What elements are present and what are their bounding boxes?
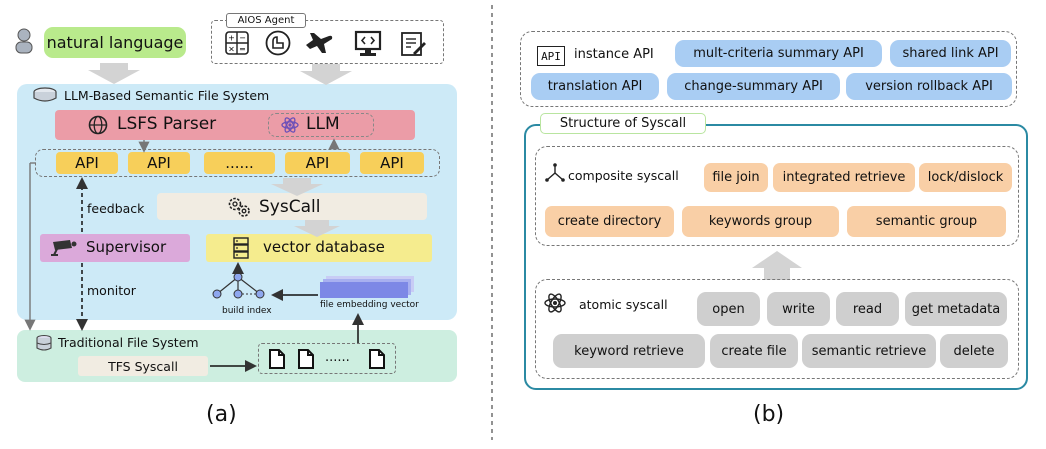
instance-api-label: instance API — [574, 47, 654, 62]
file-icon — [269, 349, 285, 369]
composite-semantic-group: semantic group — [847, 206, 1006, 237]
atomic-syscall-label: atomic syscall — [579, 297, 668, 312]
api-box-1: API — [56, 152, 118, 174]
camera-icon — [51, 240, 77, 256]
structure-title: Structure of Syscall — [540, 113, 706, 134]
files-ellipsis: ...... — [325, 350, 350, 365]
embedding-vector-icon — [320, 276, 414, 298]
feedback-label: feedback — [87, 201, 145, 216]
api-pill-shared-link: shared link API — [890, 40, 1011, 67]
calculator-icon: + − × = — [225, 31, 249, 55]
caption-a: (a) — [206, 402, 237, 427]
api-box-4: API — [360, 152, 424, 174]
database-icon — [36, 334, 52, 351]
atomic-get-metadata: get metadata — [905, 292, 1007, 326]
llm-label: LLM — [306, 114, 340, 134]
user-icon — [15, 28, 33, 54]
globe-icon — [88, 115, 108, 135]
composite-lock-dislock: lock/dislock — [919, 163, 1012, 192]
vector-database-label: vector database — [263, 238, 385, 256]
atomic-create-file: create file — [710, 334, 798, 368]
syscall-bar — [157, 193, 427, 220]
files-group — [258, 343, 396, 374]
instance-api-group — [520, 31, 1017, 107]
svg-text:×: × — [228, 45, 235, 54]
api-box-3: API — [285, 152, 350, 174]
disk-icon — [33, 87, 57, 102]
composite-keywords-group: keywords group — [682, 206, 839, 237]
caption-b: (b) — [753, 402, 785, 427]
lsfs-parser-bar — [55, 110, 415, 140]
api-pill-change-summary: change-summary API — [667, 73, 840, 100]
composite-file-join: file join — [704, 163, 768, 192]
aios-agent-title: AIOS Agent — [226, 13, 306, 28]
api-box-2: API — [128, 152, 190, 174]
file-icon — [298, 349, 314, 369]
tfs-syscall-box: TFS Syscall — [78, 356, 208, 376]
composite-create-directory: create directory — [545, 206, 674, 237]
llm-box — [268, 113, 374, 137]
atomic-keyword-retrieve: keyword retrieve — [553, 334, 705, 368]
composite-syscall-label: composite syscall — [568, 168, 679, 183]
composite-integrated-retrieve: integrated retrieve — [773, 163, 915, 192]
atomic-read: read — [836, 292, 899, 326]
svg-text:+: + — [228, 34, 235, 43]
monitor-label: monitor — [87, 283, 136, 298]
embedding-vector-label: file embedding vector — [320, 300, 419, 310]
fork-icon — [545, 163, 565, 182]
composite-syscall-group — [535, 146, 1019, 246]
atomic-syscall-group — [535, 279, 1019, 379]
airplane-icon — [306, 33, 333, 53]
atomic-delete: delete — [940, 334, 1008, 368]
api-icon: API — [537, 46, 565, 66]
cooking-icon — [265, 30, 291, 56]
atom-icon — [281, 117, 299, 133]
natural-language-box: natural language — [44, 27, 186, 58]
tfs-title: Traditional File System — [58, 335, 199, 350]
aios-agent-group — [211, 20, 444, 64]
server-icon — [233, 237, 249, 259]
file-icon — [369, 349, 385, 369]
atomic-semantic-retrieve: semantic retrieve — [802, 334, 936, 368]
api-box-ellipsis: ...... — [204, 152, 275, 174]
supervisor-label: Supervisor — [86, 238, 167, 256]
atomic-write: write — [767, 292, 830, 326]
atomic-open: open — [697, 292, 760, 326]
structure-of-syscall-container — [524, 124, 1028, 390]
api-pill-version-rollback: version rollback API — [846, 73, 1012, 100]
lsfs-title: LLM-Based Semantic File System — [64, 88, 270, 103]
svg-text:−: − — [239, 34, 246, 43]
api-pill-translation: translation API — [531, 73, 659, 100]
gears-icon — [228, 197, 250, 217]
syscall-label: SysCall — [259, 197, 321, 217]
natural-language-label: natural language — [46, 33, 184, 52]
lsfs-parser-label: LSFS Parser — [117, 114, 217, 134]
api-pill-multi-criteria: mult-criteria summary API — [675, 40, 882, 67]
document-edit-icon — [401, 32, 426, 56]
computer-icon — [354, 30, 382, 56]
svg-text:=: = — [239, 45, 246, 54]
build-index-label: build index — [222, 306, 272, 316]
atom-icon — [544, 293, 566, 313]
